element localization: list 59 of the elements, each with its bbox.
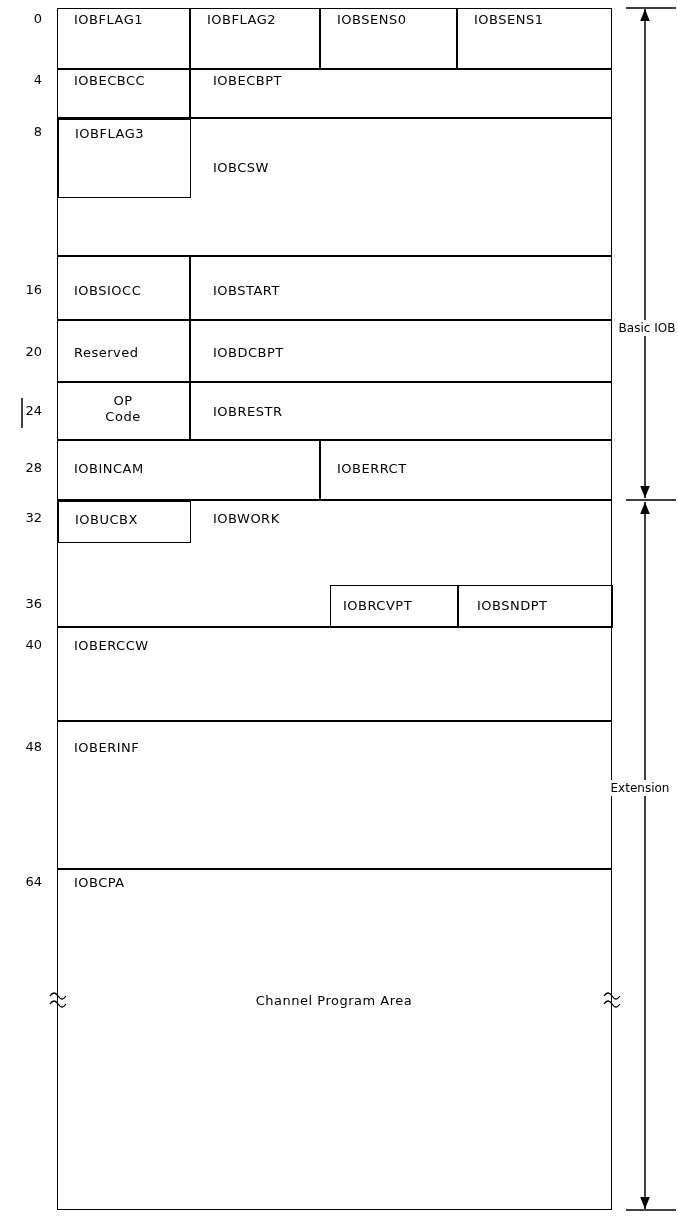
field-name: IOBCSW [213,160,269,176]
field-name: OP Code [104,393,142,425]
offset-number: 20 [24,344,42,360]
field-name: IOBFLAG1 [74,12,143,28]
offset-number: 24 [24,403,42,419]
field-name: Reserved [74,345,139,361]
field-box [190,256,612,320]
field-name: IOBRCVPT [343,598,413,614]
field-name: IOBFLAG2 [207,12,276,28]
field-box [457,8,612,69]
field-name: IOBSENS0 [337,12,407,28]
field-name: IOBWORK [213,511,280,527]
field-name: IOBSENS1 [474,12,544,28]
field-name: IOBSTART [213,283,280,299]
field-name: IOBFLAG3 [75,126,144,142]
field-box [190,8,320,69]
field-box [320,8,457,69]
field-box [57,69,190,118]
field-box [58,501,191,543]
offset-number: 36 [24,596,42,612]
field-box [57,869,612,1210]
field-box [57,320,190,382]
field-name: IOBCPA [74,875,125,891]
field-name: IOBERCCW [74,638,149,654]
offset-number: 0 [32,11,42,27]
field-box [190,69,612,118]
area-caption: Channel Program Area [254,993,414,1009]
offset-number: 4 [32,72,42,88]
field-box [320,440,612,500]
field-box [57,382,190,440]
field-name: IOBECBPT [213,73,282,89]
offset-number: 28 [24,460,42,476]
field-box [57,256,190,320]
field-name: IOBERINF [74,740,140,756]
field-box [57,8,190,69]
offset-number: 40 [24,637,42,653]
field-box [458,585,613,628]
offset-number: 8 [32,124,42,140]
field-name: IOBECBCC [74,73,146,89]
field-name: IOBERRCT [337,461,407,477]
field-box [330,585,458,628]
field-box [58,119,191,198]
field-box [57,721,612,869]
field-name: IOBRESTR [213,404,283,420]
field-name: IOBUCBX [75,512,138,528]
offset-number: 16 [24,282,42,298]
offset-number: 32 [24,510,42,526]
field-box [57,500,612,627]
field-name: IOBDCBPT [213,345,284,361]
field-box [57,627,612,721]
field-box [190,320,612,382]
offset-number: 64 [24,874,42,890]
field-box [57,118,612,256]
field-name: IOBINCAM [74,461,144,477]
field-box [190,382,612,440]
field-box [57,440,320,500]
offset-number: 48 [24,739,42,755]
field-name: IOBSNDPT [477,598,548,614]
field-name: IOBSIOCC [74,283,142,299]
